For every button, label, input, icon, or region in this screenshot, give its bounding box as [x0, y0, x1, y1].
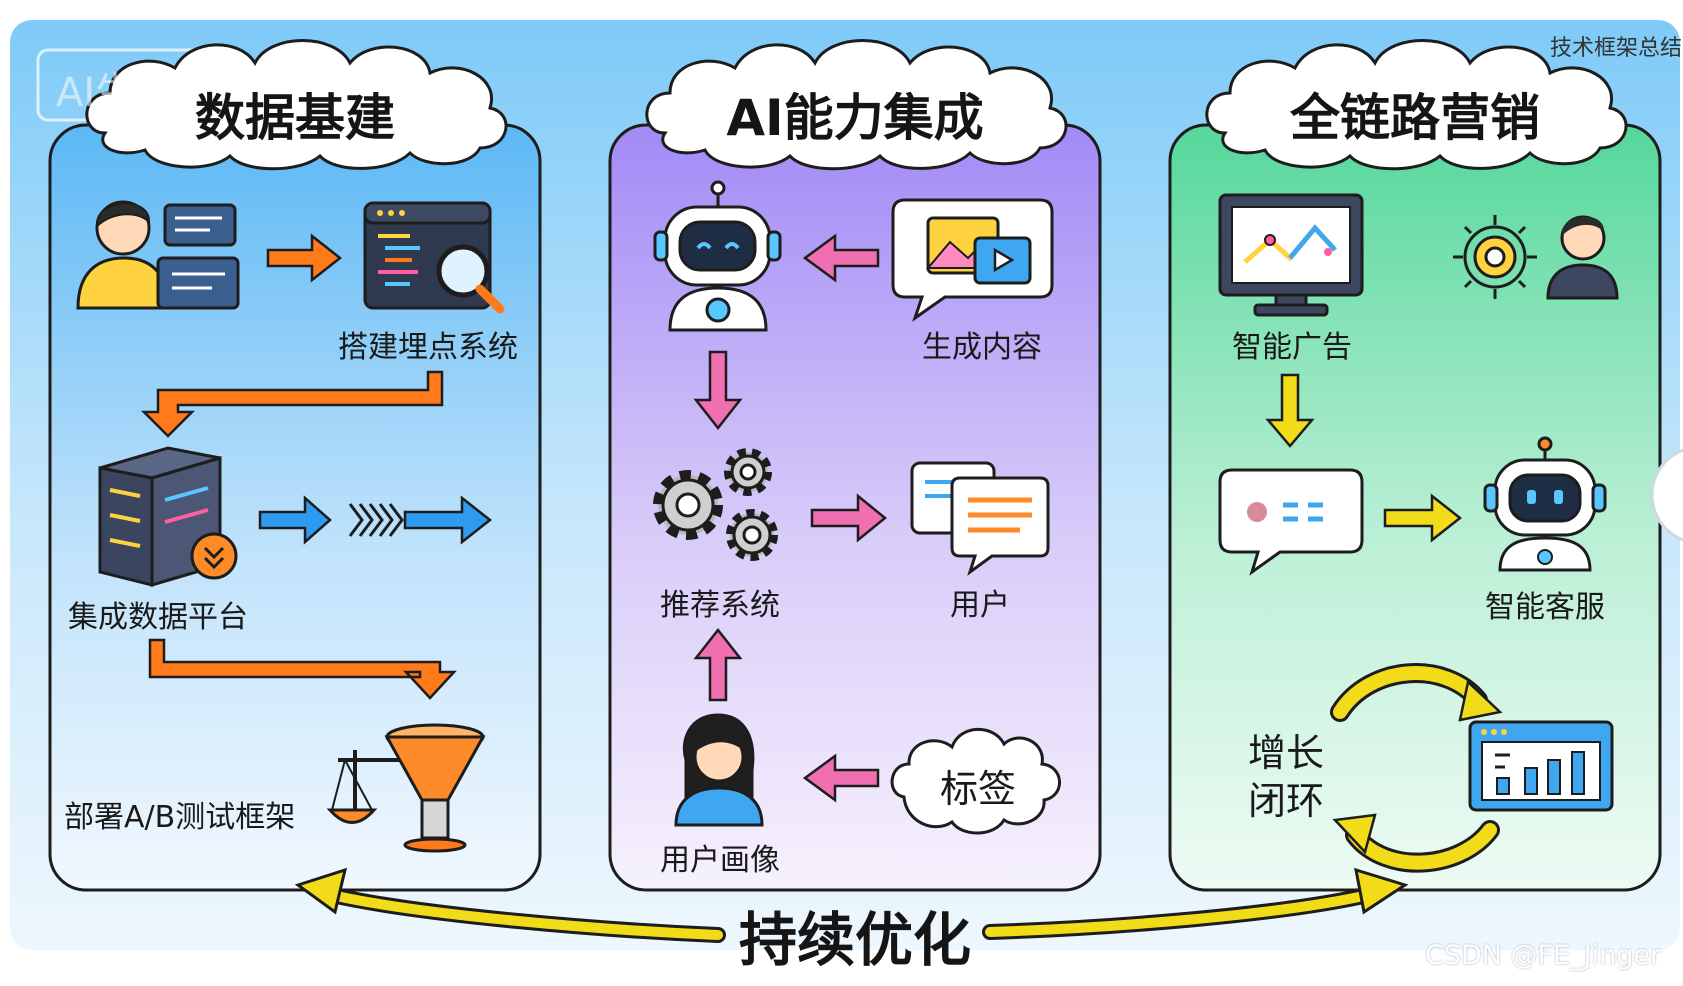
- bottom-label: 持续优化: [738, 906, 971, 974]
- corner-label: 技术框架总结: [1550, 36, 1683, 61]
- robot-assistant-icon: [1483, 436, 1607, 572]
- loop-label-line-2: 闭环: [1248, 779, 1325, 823]
- arrow-right-orange: [266, 233, 343, 283]
- arrow-elbow-orange-1: [140, 370, 444, 438]
- loop-label-line-1: 增长: [1248, 731, 1325, 775]
- column-title-1: 数据基建: [195, 89, 395, 147]
- gears-icon: [653, 448, 778, 561]
- arrow-right-yellow: [1383, 493, 1463, 543]
- arrow-up-pink: [693, 627, 743, 702]
- bottom-arrow-left: [294, 867, 726, 943]
- step-label-data-platform: 集成数据平台: [68, 600, 248, 635]
- watermark-text: AI生成: [56, 70, 176, 116]
- bar-chart-window-icon: [1468, 720, 1614, 812]
- step-label-user-profile: 用户画像: [660, 843, 780, 878]
- column-title-2: AI能力集成: [726, 89, 984, 147]
- user-avatar-icon: [674, 713, 764, 827]
- title-cloud-1: [85, 39, 508, 171]
- target-icon: [1453, 215, 1537, 299]
- step-label-user: 用户: [950, 588, 1010, 623]
- tag-cloud-icon: [890, 727, 1061, 835]
- media-chat-icon: [891, 198, 1054, 322]
- arrow-down-yellow: [1265, 373, 1315, 448]
- arrow-left-pink-1: [802, 233, 880, 283]
- step-label-smart-service: 智能客服: [1485, 590, 1605, 625]
- code-window-search-icon: [363, 201, 505, 314]
- person-icon: [1546, 215, 1619, 300]
- scale-funnel-icon: [326, 723, 486, 853]
- step-label-tag: 标签: [940, 767, 1017, 811]
- loop-arrow-bottom: [1332, 813, 1500, 873]
- arrow-left-pink-2: [802, 753, 880, 803]
- robot-icon: [653, 180, 782, 332]
- step-label-tracking: 搭建埋点系统: [338, 330, 518, 365]
- step-label-recommend: 推荐系统: [660, 588, 780, 623]
- credit-watermark: CSDN @FE_Jinger: [1425, 940, 1662, 971]
- arrow-right-pink: [810, 493, 887, 543]
- user-computer-icon: [76, 200, 240, 310]
- step-label-smart-ads: 智能广告: [1232, 330, 1352, 365]
- title-cloud-3: [1205, 39, 1628, 171]
- step-label-ab-test: 部署A/B测试框架: [64, 800, 296, 835]
- chat-list-icon: [910, 461, 1050, 576]
- loop-arrow-top: [1330, 663, 1503, 722]
- chat-bubble-icon: [1218, 468, 1364, 576]
- arrow-flow-blue: [258, 495, 493, 545]
- column-title-3: 全链路营销: [1290, 89, 1540, 147]
- bottom-arrow-right: [982, 867, 1409, 940]
- server-icon: [98, 446, 238, 588]
- arrow-elbow-orange-2: [148, 638, 457, 700]
- analytics-monitor-icon: [1218, 193, 1364, 317]
- edge-circle: [1650, 448, 1683, 542]
- step-label-generate-content: 生成内容: [922, 330, 1042, 365]
- title-cloud-2: [645, 39, 1068, 171]
- arrow-down-pink: [693, 350, 743, 431]
